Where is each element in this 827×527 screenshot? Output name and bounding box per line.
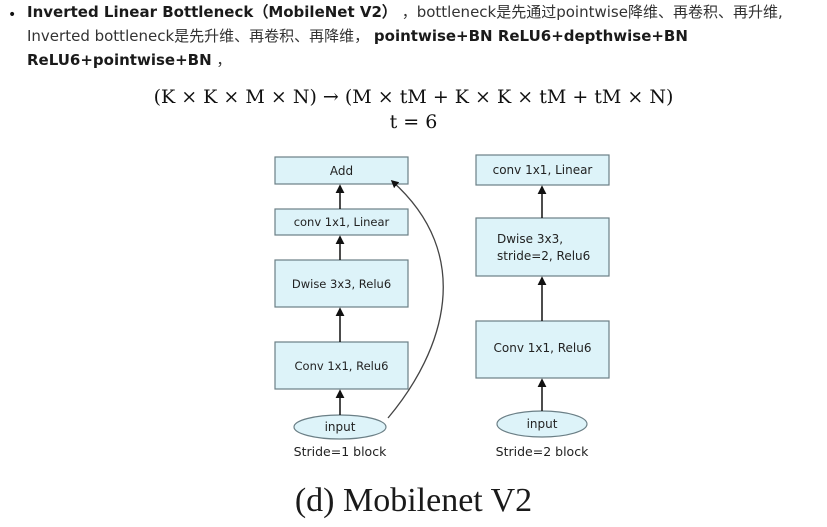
intro-line3-tail: ， [216, 51, 232, 69]
cost-formula: (K × K × M × N) → (M × tM + K × K × tM +… [153, 86, 674, 108]
stride1-dwise-box [274, 259, 409, 308]
intro-title: Inverted Linear Bottleneck（MobileNet V2） [27, 3, 397, 21]
stride2-conv-relu-box [475, 320, 610, 379]
stride2-conv-relu-label: Conv 1x1, Relu6 [494, 341, 592, 355]
stride1-add-label: Add [330, 164, 353, 178]
expansion-formula: t = 6 [389, 111, 438, 133]
bullet-marker: • [8, 7, 17, 23]
figure-caption: (d) Mobilenet V2 [294, 482, 533, 519]
stride1-dwise-label: Dwise 3x3, Relu6 [292, 277, 391, 291]
stride2-caption: Stride=2 block [496, 444, 589, 459]
stride2-dwise-label-1: Dwise 3x3, [497, 232, 563, 246]
stride1-block: Add conv 1x1, Linear Dwise 3x3, Relu6 Co… [274, 156, 444, 459]
intro-line-1: Inverted Linear Bottleneck（MobileNet V2）… [27, 0, 783, 24]
intro-line3-bold: ReLU6+pointwise+BN [27, 51, 212, 69]
intro-line2-text: Inverted bottleneck是先升维、再卷积、再降维， [27, 27, 370, 45]
stride1-caption: Stride=1 block [294, 444, 387, 459]
stride1-residual-connection [387, 179, 444, 419]
stride1-conv-linear-label: conv 1x1, Linear [294, 215, 390, 229]
stride2-dwise-box [475, 217, 610, 277]
stride1-conv-linear-box [274, 208, 409, 236]
stride2-block: conv 1x1, Linear Dwise 3x3, stride=2, Re… [475, 154, 610, 459]
intro-line-2: Inverted bottleneck是先升维、再卷积、再降维， pointwi… [27, 24, 688, 48]
intro-line2-bold: pointwise+BN ReLU6+depthwise+BN [373, 27, 688, 45]
stride2-conv-linear-label: conv 1x1, Linear [493, 163, 593, 177]
intro-line-3: ReLU6+pointwise+BN ， [27, 48, 231, 72]
stride1-add-box [274, 156, 409, 185]
stride1-conv-relu-box [274, 341, 409, 390]
intro-line1-tail: ，bottleneck是先通过pointwise降维、再卷积、再升维, [401, 3, 783, 21]
stride1-input-label: input [325, 420, 356, 434]
stride1-conv-relu-label: Conv 1x1, Relu6 [295, 359, 389, 373]
stride2-conv-linear-box [475, 154, 610, 186]
stride2-input-label: input [527, 417, 558, 431]
stride2-dwise-label-2: stride=2, Relu6 [497, 249, 590, 263]
